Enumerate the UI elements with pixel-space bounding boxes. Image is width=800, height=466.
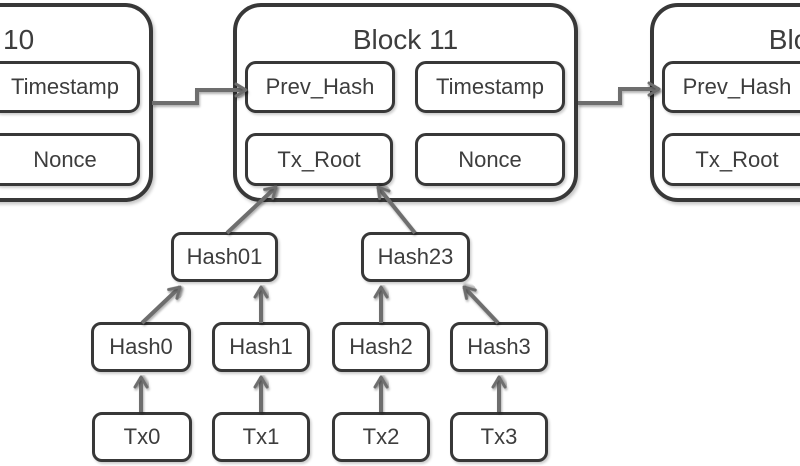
arrow-block11-to-block12-icon — [578, 81, 661, 105]
block-11: Block 11 Prev_Hash Timestamp Tx_Root Non… — [233, 3, 578, 202]
tree-node-tx1: Tx1 — [212, 412, 310, 462]
block-10-title: Block 10 — [0, 24, 35, 55]
tree-node-hash2: Hash2 — [332, 322, 430, 372]
arrow-block10-to-block11-icon — [152, 82, 248, 105]
block-12-field-prev-hash: Prev_Hash — [662, 61, 800, 113]
tree-node-hash1: Hash1 — [212, 322, 310, 372]
block-11-field-nonce: Nonce — [415, 133, 565, 186]
arrow-hash3-to-hash23-icon — [462, 285, 500, 325]
block-12-title: Block 12 — [768, 24, 800, 55]
block-11-title: Block 11 — [352, 24, 459, 55]
block-10-field-timestamp: Timestamp — [0, 61, 140, 113]
block-10-field-nonce: Nonce — [0, 133, 140, 186]
arrow-hash0-to-hash01-icon — [140, 285, 182, 325]
tree-node-hash0: Hash0 — [91, 322, 191, 372]
tree-node-tx2: Tx2 — [332, 412, 430, 462]
block-12-field-tx-root: Tx_Root — [662, 133, 800, 186]
block-11-field-tx-root: Tx_Root — [245, 133, 393, 186]
block-11-field-prev-hash: Prev_Hash — [245, 61, 395, 113]
block-11-field-timestamp: Timestamp — [415, 61, 565, 113]
block-10: Block 10 Timestamp Nonce — [0, 3, 153, 202]
tree-node-tx0: Tx0 — [92, 412, 192, 462]
tree-node-tx3: Tx3 — [450, 412, 548, 462]
block-12: Block 12 Prev_Hash Tx_Root — [650, 3, 800, 202]
tree-node-hash01: Hash01 — [171, 232, 278, 282]
tree-node-hash23: Hash23 — [361, 232, 470, 282]
tree-node-hash3: Hash3 — [450, 322, 548, 372]
